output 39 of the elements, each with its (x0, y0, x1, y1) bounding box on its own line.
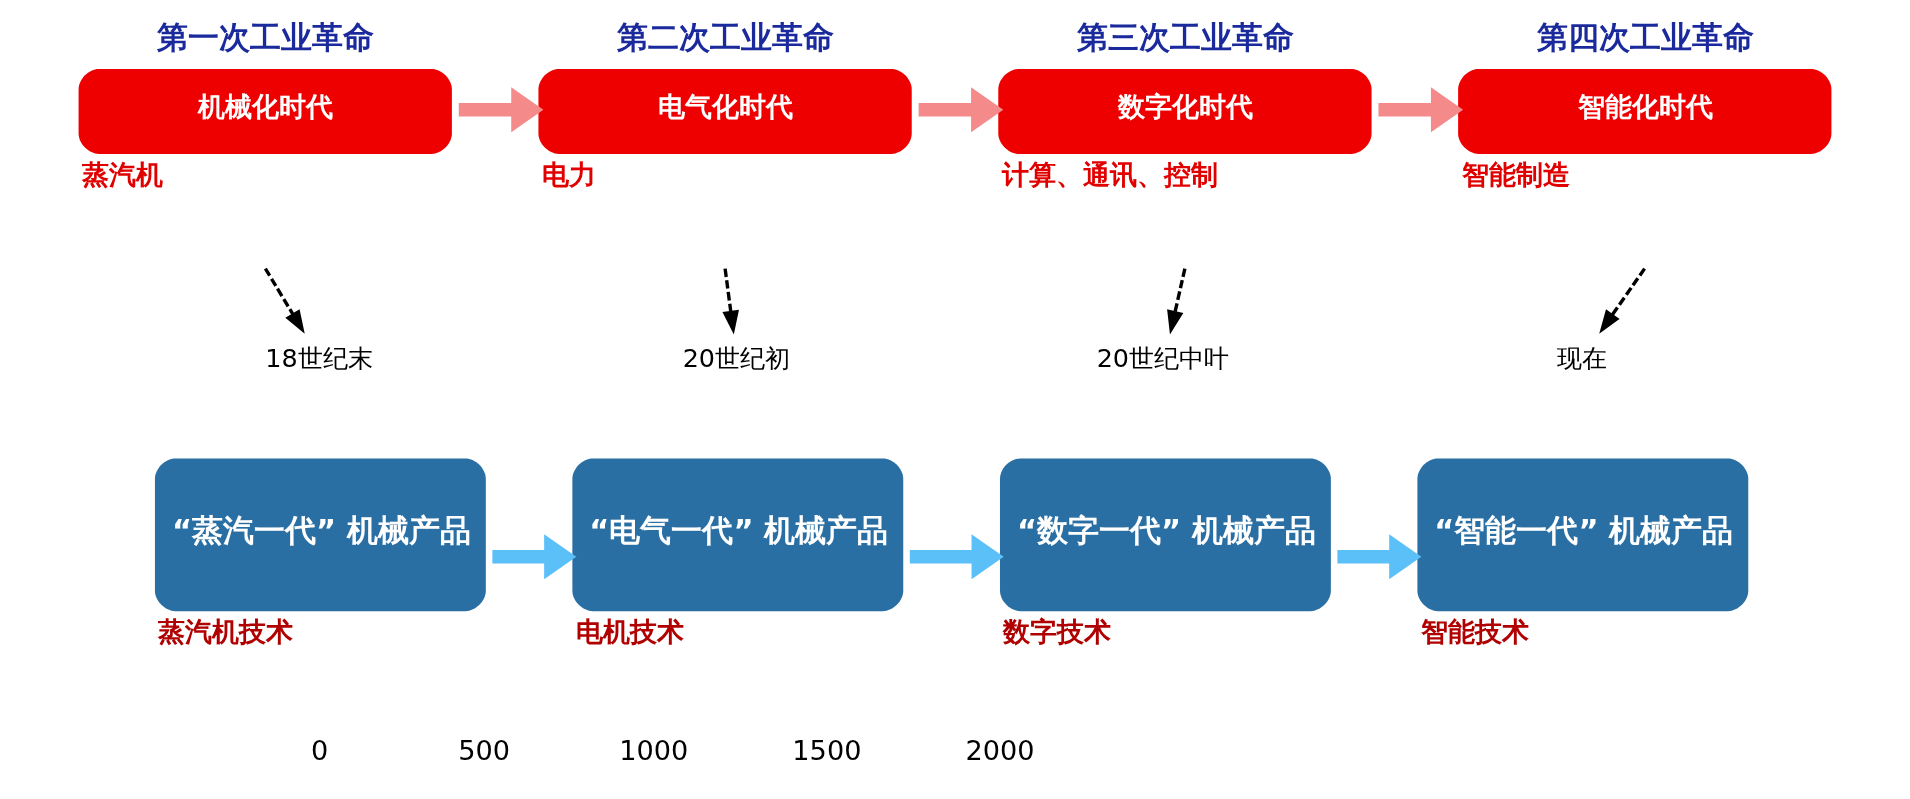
node-label: 计算、通讯、控制 (1001, 159, 1218, 191)
label: 1000 (619, 735, 689, 767)
node-text: 现在 (1556, 342, 1607, 373)
node-box: “蒸汽一代” 机械产品 (154, 458, 486, 612)
node-box: 智能化时代 (1458, 69, 1832, 154)
arrow (1599, 267, 1646, 334)
node-label: 第二次工业革命 (617, 19, 835, 55)
node-label: 智能技术 (1420, 616, 1529, 648)
node-box: “电气一代” 机械产品 (572, 458, 904, 612)
node-label: 电机技术 (575, 616, 684, 648)
node-label: 第一次工业革命 (157, 19, 375, 55)
node-box: “智能一代” 机械产品 (1417, 458, 1749, 612)
node-label: 智能制造 (1461, 159, 1570, 191)
node-box: “数字一代” 机械产品 (999, 458, 1331, 612)
node-text: 18世纪末 (265, 342, 373, 373)
node-box: 电气化时代 (538, 69, 912, 154)
arrow (722, 268, 739, 335)
arrow (1337, 534, 1422, 580)
arrow (263, 267, 305, 334)
node-label: 蒸汽机 (81, 159, 163, 191)
label: 1500 (792, 735, 862, 767)
label: 500 (458, 735, 511, 767)
label: 0 (310, 735, 329, 767)
node-text: 20世纪初 (682, 342, 791, 373)
node-label: 第三次工业革命 (1077, 19, 1295, 55)
node-box: 机械化时代 (78, 69, 452, 154)
arrow (458, 87, 544, 133)
arrow (909, 534, 1004, 580)
node-text: 20世纪中叶 (1096, 342, 1230, 373)
arrow (918, 87, 1004, 133)
node-label: 蒸汽机技术 (158, 616, 294, 648)
arrow (1378, 87, 1464, 133)
node-label: 电力 (541, 159, 596, 191)
node-label: 第四次工业革命 (1537, 19, 1755, 55)
arrow (492, 534, 577, 580)
node-box: 数字化时代 (998, 69, 1372, 154)
label: 2000 (965, 735, 1035, 767)
node-label: 数字技术 (1003, 616, 1112, 648)
arrow (1167, 268, 1187, 335)
